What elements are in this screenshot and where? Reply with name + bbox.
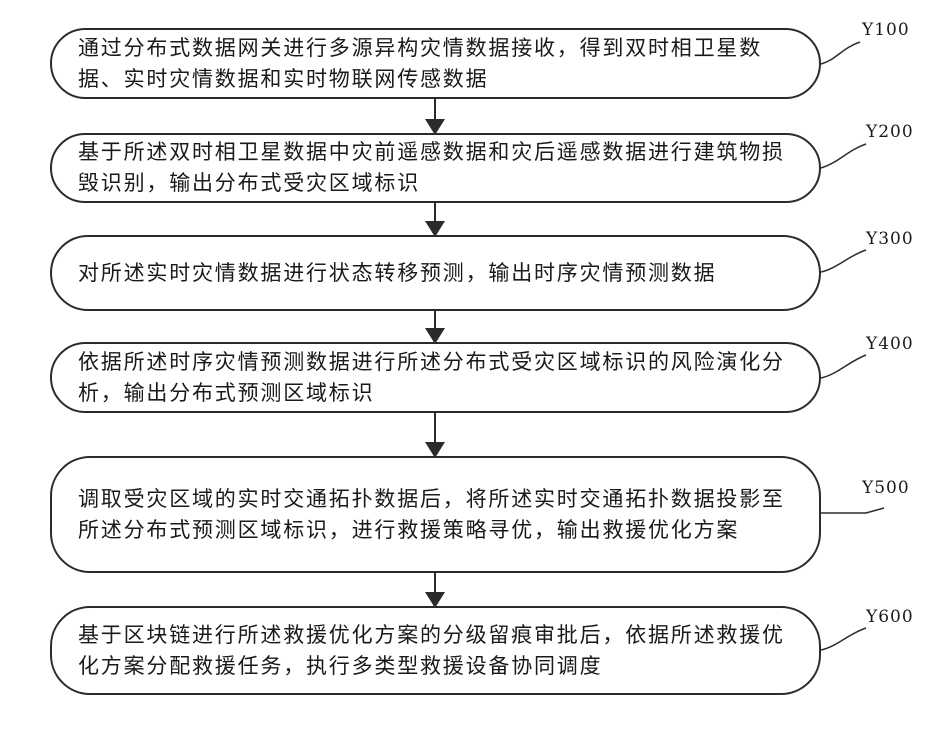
leader-y100 (821, 42, 860, 64)
leader-y600 (821, 628, 866, 650)
step-box-y600: 基于区块链进行所述救援优化方案的分级留痕审批后，依据所述救援优化方案分配救援任务… (50, 606, 821, 695)
step-label-y400: Y400 (866, 334, 914, 354)
step-text-y400: 依据所述时序灾情预测数据进行所述分布式受灾区域标识的风险演化分析，输出分布式预测… (78, 347, 793, 409)
step-text-y600: 基于区块链进行所述救援优化方案的分级留痕审批后，依据所述救援优化方案分配救援任务… (78, 620, 793, 682)
leader-y300 (821, 250, 866, 272)
step-text-y500: 调取受灾区域的实时交通拓扑数据后，将所述实时交通拓扑数据投影至所述分布式预测区域… (78, 484, 793, 546)
step-text-y300: 对所述实时灾情数据进行状态转移预测，输出时序灾情预测数据 (78, 258, 716, 289)
step-label-y500: Y500 (862, 478, 910, 498)
step-label-y200: Y200 (866, 122, 914, 142)
step-box-y100: 通过分布式数据网关进行多源异构灾情数据接收，得到双时相卫星数据、实时灾情数据和实… (50, 28, 821, 99)
leader-y400 (821, 355, 866, 378)
step-label-y100: Y100 (862, 20, 910, 40)
step-box-y200: 基于所述双时相卫星数据中灾前遥感数据和灾后遥感数据进行建筑物损毁识别，输出分布式… (50, 133, 821, 203)
leader-y500 (821, 508, 884, 513)
step-text-y100: 通过分布式数据网关进行多源异构灾情数据接收，得到双时相卫星数据、实时灾情数据和实… (78, 33, 793, 95)
step-box-y300: 对所述实时灾情数据进行状态转移预测，输出时序灾情预测数据 (50, 235, 821, 311)
step-text-y200: 基于所述双时相卫星数据中灾前遥感数据和灾后遥感数据进行建筑物损毁识别，输出分布式… (78, 137, 793, 199)
step-box-y500: 调取受灾区域的实时交通拓扑数据后，将所述实时交通拓扑数据投影至所述分布式预测区域… (50, 456, 821, 573)
step-label-y300: Y300 (866, 229, 914, 249)
step-label-y600: Y600 (866, 607, 914, 627)
leader-y200 (821, 144, 866, 168)
step-box-y400: 依据所述时序灾情预测数据进行所述分布式受灾区域标识的风险演化分析，输出分布式预测… (50, 342, 821, 413)
